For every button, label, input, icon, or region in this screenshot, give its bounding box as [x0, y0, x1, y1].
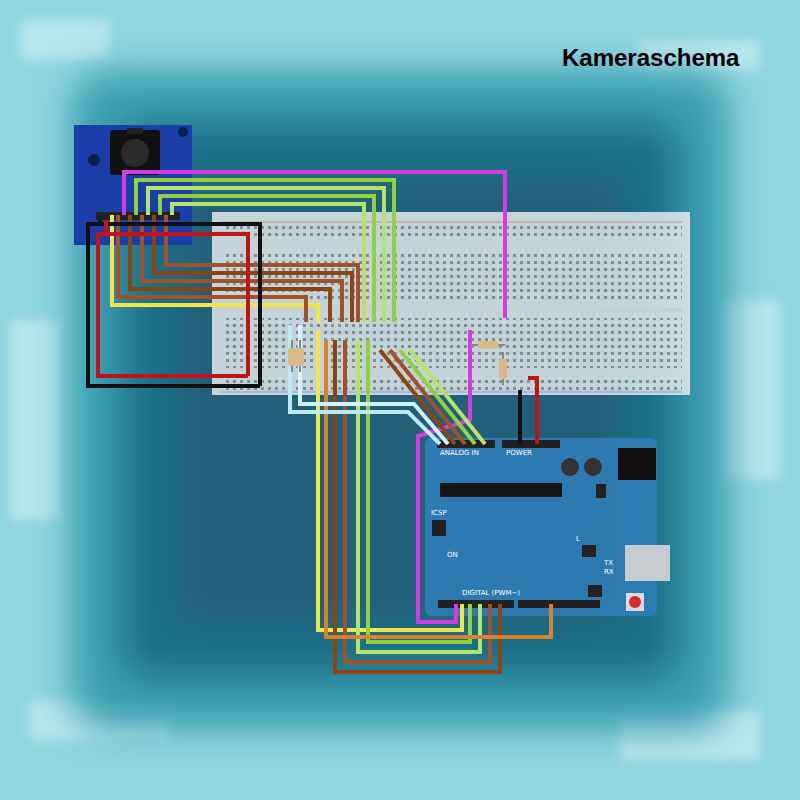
diagram-title: Kameraschema — [562, 44, 739, 72]
background-traces — [10, 20, 780, 760]
pin-label: ON — [447, 552, 458, 559]
arduino-board — [425, 438, 670, 616]
pin-label: ICSP — [431, 510, 447, 517]
pin-label: DIGITAL (PWM~) — [462, 590, 520, 597]
pin-label: ANALOG IN — [440, 450, 479, 457]
camera-module — [74, 125, 192, 245]
pin-label: TX — [604, 560, 613, 567]
pin-label: L — [576, 536, 580, 543]
pin-label: POWER — [506, 450, 532, 457]
resistor-symbol — [288, 340, 507, 385]
pin-label: RX — [604, 569, 614, 576]
wires — [88, 172, 551, 672]
chip-background — [70, 70, 730, 730]
